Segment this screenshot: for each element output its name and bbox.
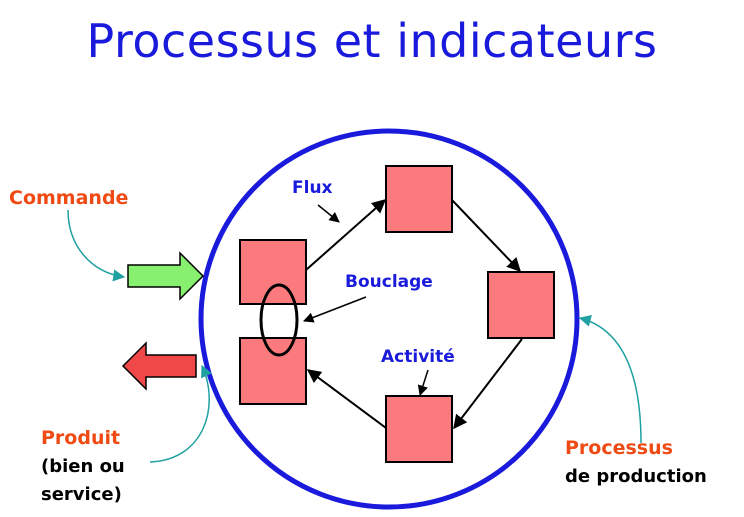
activity-box-right — [487, 271, 555, 339]
produit-callout-line — [149, 364, 212, 463]
activite-pointer-arrow — [417, 369, 429, 397]
bouclage-label: Bouclage — [345, 272, 433, 292]
flow-arrow-left-to-top — [305, 199, 387, 271]
produit-subtitle-line2: service) — [41, 484, 122, 505]
flux-pointer-arrow — [317, 204, 340, 223]
page-title: Processus et indicateurs — [86, 14, 658, 68]
flow-arrow-right-to-bottom — [453, 338, 523, 430]
loop-ellipse — [259, 283, 299, 357]
processus-callout-line — [578, 314, 642, 444]
input-arrow — [127, 251, 205, 301]
flux-label: Flux — [292, 178, 333, 198]
activite-label: Activité — [381, 347, 455, 367]
flow-arrow-bottom-to-left — [306, 369, 387, 429]
activity-box-top — [385, 165, 453, 233]
activity-box-left-bottom — [239, 337, 307, 405]
commande-callout-line — [67, 209, 126, 282]
process-boundary-circle — [198, 128, 580, 510]
output-arrow — [121, 341, 197, 391]
produit-subtitle-line1: (bien ou — [41, 456, 125, 477]
bouclage-pointer-arrow — [303, 296, 367, 323]
activity-box-bottom — [385, 395, 453, 463]
processus-subtitle: de production — [565, 466, 707, 487]
commande-label: Commande — [9, 187, 128, 209]
flow-arrow-top-to-right — [451, 199, 521, 273]
processus-label: Processus — [565, 437, 673, 459]
produit-label: Produit — [41, 427, 120, 449]
activity-box-left-top — [239, 239, 307, 305]
